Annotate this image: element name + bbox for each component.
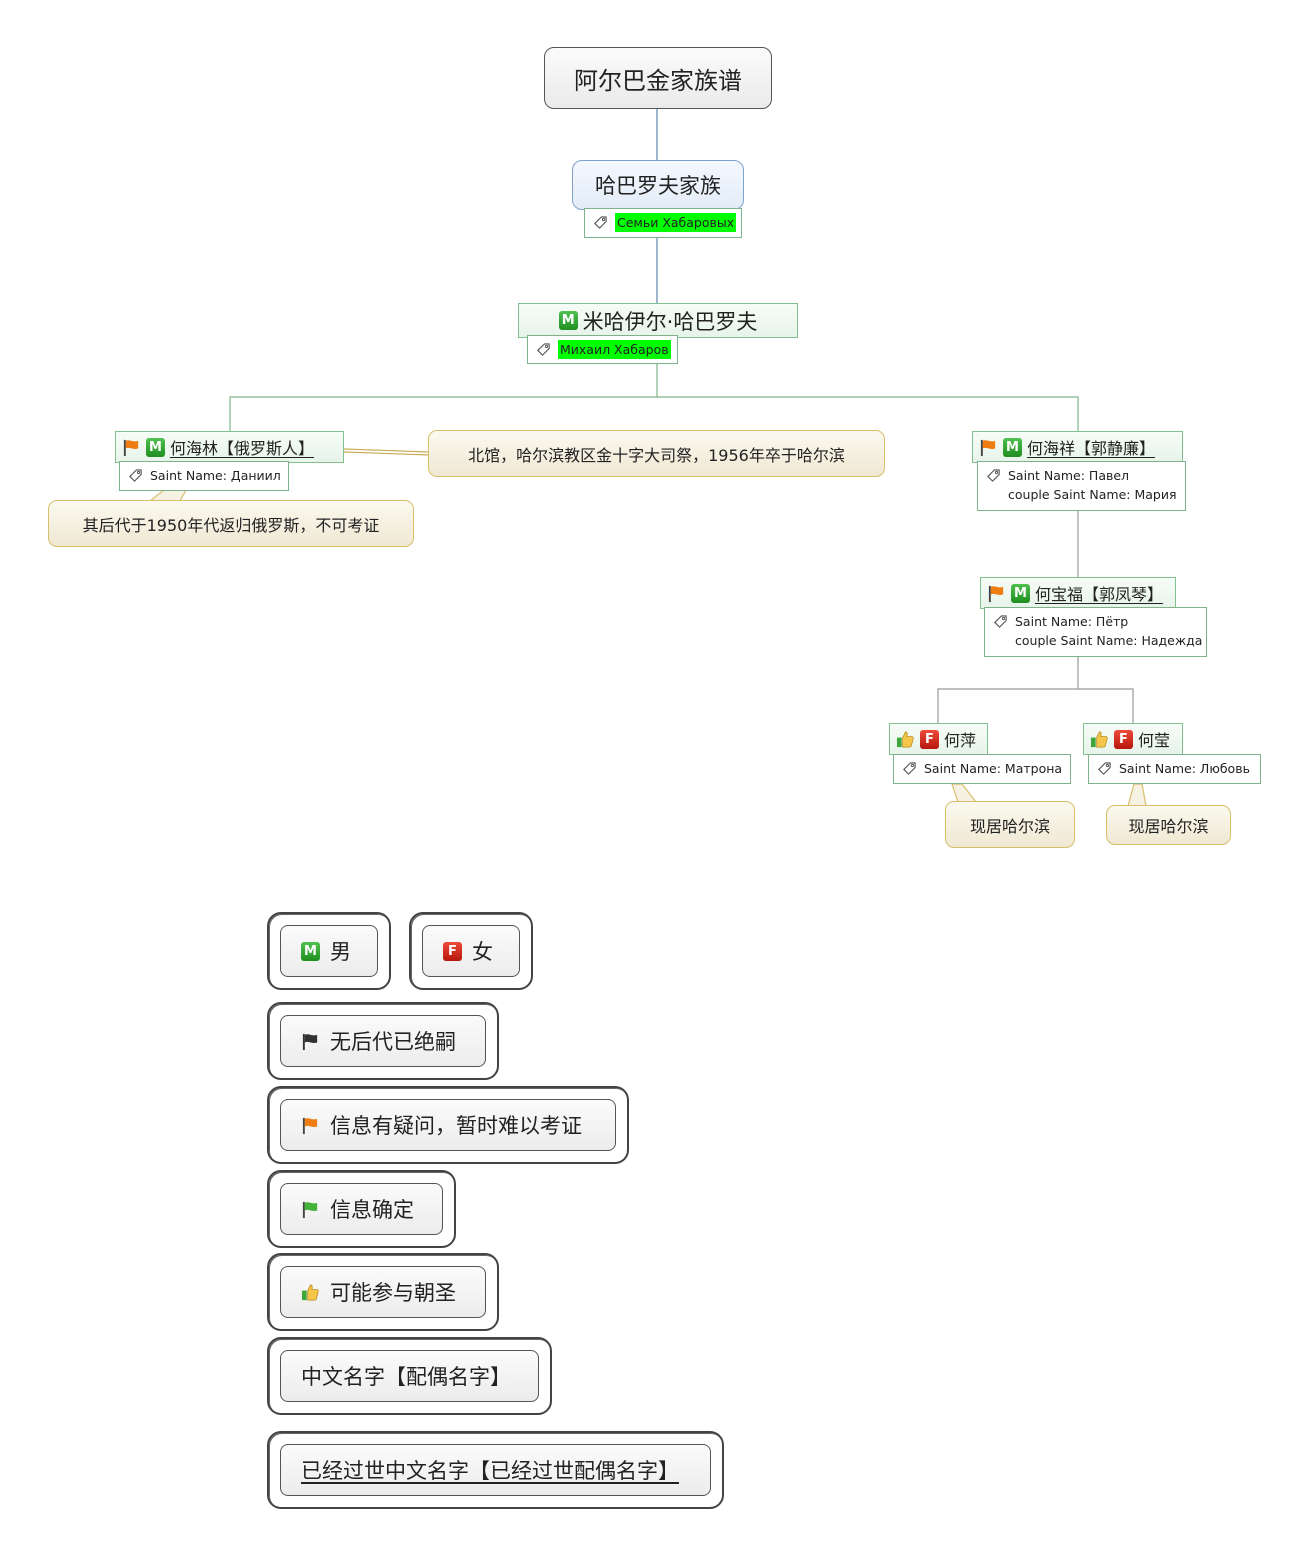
tag-icon (594, 216, 607, 229)
family-node[interactable]: 哈巴罗夫家族 (572, 160, 744, 210)
male-icon: M (1003, 437, 1022, 457)
flag-black-icon (302, 1033, 318, 1050)
legend-label: 无后代已绝嗣 (330, 1030, 456, 1054)
legend-label: 女 (472, 940, 493, 964)
tag-icon (1098, 762, 1111, 775)
tag-line: couple Saint Name: Надежда (1015, 633, 1203, 648)
person-name: 米哈伊尔·哈巴罗夫 (582, 309, 758, 334)
tag-icon (987, 469, 1000, 482)
person-hehailin[interactable]: M 何海林【俄罗斯人】 (115, 431, 344, 463)
tag-icon (903, 762, 916, 775)
person-name: 何海林【俄罗斯人】 (170, 439, 315, 458)
flag-green-icon (302, 1201, 318, 1218)
callout-pointer-heping (951, 783, 978, 803)
callout-pointer-heying (1127, 783, 1147, 807)
heying-note: 现居哈尔滨 (1106, 805, 1231, 845)
mikhail-tag: Михаил Хабаров (527, 335, 678, 364)
tag-line: Saint Name: Павел (1008, 468, 1130, 483)
person-name: 何莹 (1138, 731, 1171, 750)
legend-label: 已经过世中文名字【已经过世配偶名字】 (301, 1459, 679, 1483)
person-heying[interactable]: F 何莹 (1083, 723, 1183, 755)
person-mikhail[interactable]: M 米哈伊尔·哈巴罗夫 (518, 303, 798, 338)
person-heping[interactable]: F 何萍 (889, 723, 988, 755)
flag-orange-icon (980, 439, 996, 456)
tag-line: couple Saint Name: Мария (1008, 487, 1177, 502)
mikhail-tag-label: Михаил Хабаров (558, 340, 671, 359)
heying-tag-label: Saint Name: Любовь (1119, 761, 1250, 776)
heping-note: 现居哈尔滨 (945, 801, 1075, 848)
legend-male: M 男 (267, 912, 391, 990)
female-icon: F (1114, 729, 1133, 749)
person-name: 何海祥【郭静廉】 (1027, 439, 1156, 458)
legend-label: 男 (330, 940, 351, 964)
hehaixiang-tag-lines: Saint Name: Павел couple Saint Name: Мар… (1008, 466, 1176, 504)
thumbs-up-icon (896, 731, 914, 747)
male-icon: M (558, 311, 578, 330)
link-baofu-children (937, 657, 1134, 723)
person-name: 何萍 (944, 731, 977, 750)
hebaofu-tag-lines: Saint Name: Пётр couple Saint Name: Наде… (1015, 612, 1202, 650)
flag-orange-icon (123, 439, 139, 456)
heping-tag: Saint Name: Матрона (893, 754, 1071, 784)
person-hebaofu[interactable]: M 何宝福【郭凤琴】 (980, 577, 1176, 609)
note-text: 现居哈尔滨 (1128, 817, 1209, 836)
flag-orange-icon (302, 1117, 318, 1134)
male-icon: M (146, 437, 165, 457)
heping-tag-label: Saint Name: Матрона (924, 761, 1063, 776)
family-tag: Семьи Хабаровых (584, 208, 742, 238)
person-name: 何宝福【郭凤琴】 (1035, 585, 1164, 604)
female-icon: F (920, 729, 939, 749)
legend-label: 可能参与朝圣 (330, 1281, 456, 1305)
legend-female: F 女 (409, 912, 533, 990)
hehailin-note-below: 其后代于1950年代返归俄罗斯，不可考证 (48, 500, 414, 547)
legend-label: 信息确定 (330, 1198, 414, 1222)
person-hehaixiang[interactable]: M 何海祥【郭静廉】 (972, 431, 1183, 463)
root-title: 阿尔巴金家族谱 (574, 66, 742, 95)
link-mikhail-children (229, 364, 1079, 431)
legend-orange-flag: 信息有疑问，暂时难以考证 (267, 1086, 629, 1164)
heying-tag: Saint Name: Любовь (1088, 754, 1261, 784)
family-title: 哈巴罗夫家族 (595, 174, 721, 198)
legend-thumb: 可能参与朝圣 (267, 1253, 499, 1331)
hehailin-tag-label: Saint Name: Даниил (150, 468, 281, 483)
legend-label: 中文名字【配偶名字】 (301, 1365, 511, 1389)
link-hailin-note (343, 448, 431, 456)
tag-line: Saint Name: Пётр (1015, 614, 1129, 629)
thumbs-up-icon (1090, 731, 1108, 747)
note-text: 其后代于1950年代返归俄罗斯，不可考证 (82, 515, 380, 535)
flag-orange-icon (988, 585, 1004, 602)
tag-icon (537, 343, 550, 356)
hehailin-tag: Saint Name: Даниил (119, 461, 289, 491)
root-node[interactable]: 阿尔巴金家族谱 (544, 47, 772, 109)
legend-green-flag: 信息确定 (267, 1170, 456, 1248)
hehailin-note-right: 北馆，哈尔滨教区金十字大司祭，1956年卒于哈尔滨 (428, 430, 885, 477)
tag-icon (129, 469, 142, 482)
hebaofu-tag: Saint Name: Пётр couple Saint Name: Наде… (984, 607, 1207, 657)
male-icon: M (1011, 583, 1030, 603)
tag-icon (994, 615, 1007, 628)
thumbs-up-icon (301, 1284, 319, 1300)
hehaixiang-tag: Saint Name: Павел couple Saint Name: Мар… (977, 461, 1186, 511)
female-icon: F (443, 941, 462, 961)
legend-deceased-format: 已经过世中文名字【已经过世配偶名字】 (267, 1431, 724, 1509)
male-icon: M (301, 941, 320, 961)
legend-label: 信息有疑问，暂时难以考证 (330, 1114, 582, 1138)
legend-black-flag: 无后代已绝嗣 (267, 1002, 499, 1080)
note-text: 现居哈尔滨 (969, 816, 1050, 836)
legend-name-format: 中文名字【配偶名字】 (267, 1337, 552, 1415)
note-text: 北馆，哈尔滨教区金十字大司祭，1956年卒于哈尔滨 (468, 445, 845, 465)
family-tag-label: Семьи Хабаровых (615, 213, 737, 232)
